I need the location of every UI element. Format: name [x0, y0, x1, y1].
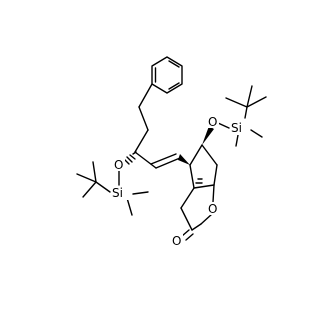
stereo-wedge-c11-o	[202, 126, 214, 145]
left-tbs-group	[76, 161, 149, 216]
right-tbs-group	[217, 85, 267, 147]
atom-label-o-right: O	[208, 115, 217, 129]
molecule-diagram: O Si O Si O O	[76, 56, 267, 248]
atom-label-si-left: Si	[112, 186, 123, 200]
atom-label-o-ring: O	[208, 202, 217, 216]
stereo-hash-bond-c9	[195, 178, 203, 184]
lactone-ring	[180, 184, 215, 241]
stereo-hash-bond-c15-o	[123, 151, 137, 165]
atom-label-si-right: Si	[231, 121, 242, 135]
atom-labels: O Si O Si O O	[112, 115, 250, 248]
alkyl-chain	[134, 83, 153, 153]
trans-alkene	[134, 151, 181, 169]
stereo-wedge-c12-chain	[178, 154, 190, 165]
atom-label-o-left: O	[114, 158, 123, 172]
cyclopentane-ring	[189, 144, 218, 189]
phenyl-ring	[151, 56, 183, 94]
atom-label-o-carbonyl: O	[172, 234, 181, 248]
structure-canvas: O Si O Si O O	[76, 56, 267, 248]
